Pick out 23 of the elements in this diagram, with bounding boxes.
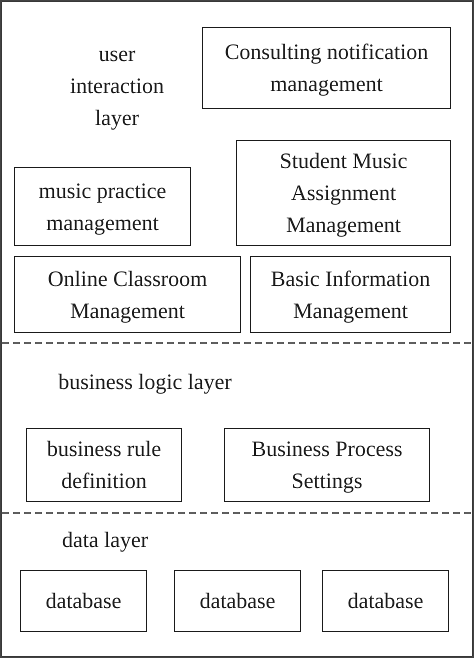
module-label: database [346,587,424,615]
module-label: Online Classroom Management [46,264,208,325]
module-label: business rule definition [46,435,162,495]
module-label: Student Music Assignment Management [278,147,408,239]
module-box [14,167,191,246]
module-label: database [198,587,276,615]
module-box [224,428,430,502]
module-label: Basic Information Management [270,264,432,325]
module-label: database [44,587,122,615]
module-box [202,27,451,109]
module-label: Consulting notification management [224,38,430,98]
module-box [14,256,241,333]
module-box [26,428,182,502]
module-box [20,570,147,632]
module-box [174,570,301,632]
layer-label: data layer [60,526,150,554]
module-label: Business Process Settings [250,435,404,495]
module-box [322,570,449,632]
module-box [236,140,451,246]
module-box [250,256,451,333]
module-label: music practice management [38,176,168,237]
layer-label: user interaction layer [68,40,166,132]
layer-label: business logic layer [57,368,233,396]
